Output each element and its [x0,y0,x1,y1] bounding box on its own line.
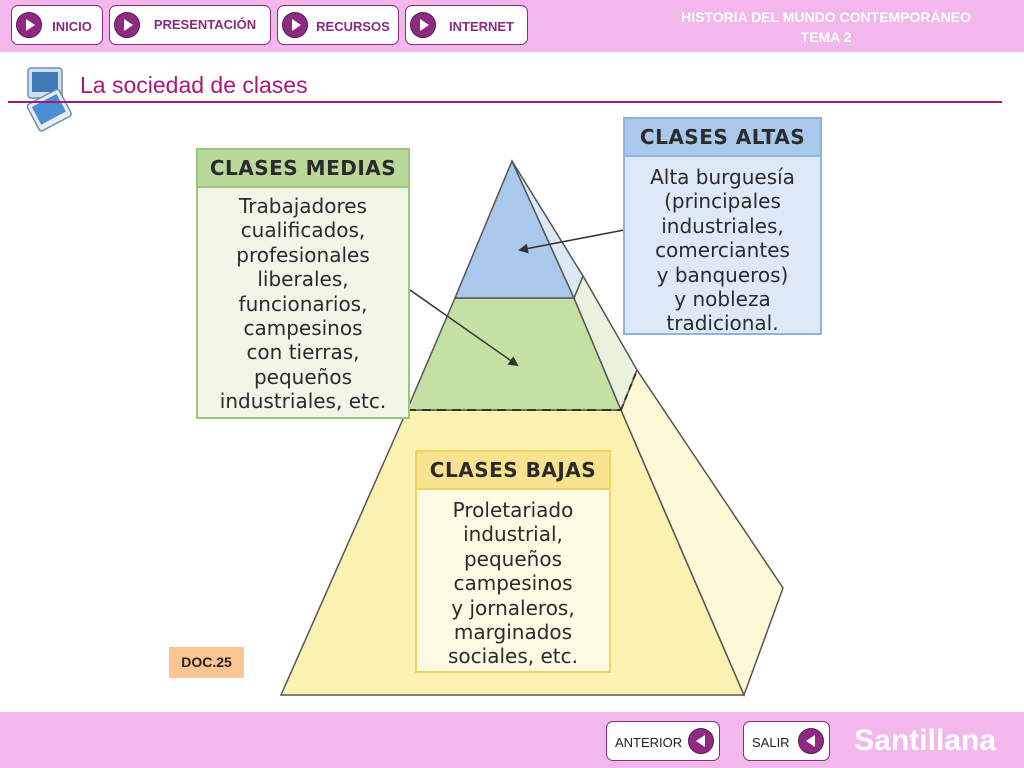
brand-logo: Santillana [854,724,996,757]
clases-altas-line: Alta burguesía [650,165,795,189]
bottom-nav-bar [0,712,1024,768]
arrow-medias [409,289,519,367]
salir-label: SALIR [752,735,790,750]
clases-medias-line: pequeños [253,364,352,389]
nav-internet-button[interactable]: INTERNET [405,5,528,45]
nav-inicio-label: INICIO [52,19,92,34]
clases-bajas-line: marginados [453,620,573,645]
clases-altas-line: y banqueros) [656,262,789,287]
clases-medias-heading: CLASES MEDIAS [198,150,408,188]
clases-altas-list: Alta burguesía (principales industriales… [625,157,820,336]
course-title-line1: HISTORIA DEL MUNDO CONTEMPORÁNEO [681,9,971,25]
back-arrow-icon [798,728,824,754]
play-icon [114,12,140,38]
nav-recursos-button[interactable]: RECURSOS [277,5,399,45]
clases-bajas-line: sociales, etc. [448,644,578,669]
arrow-altas [518,229,625,254]
clases-bajas-heading: CLASES BAJAS [417,452,609,490]
clases-medias-line: industriales, etc. [219,389,387,414]
doc-label: DOC.25 [169,647,244,678]
pyramid-dashed-side [620,369,638,411]
clases-altas-box: CLASES ALTAS Alta burguesía (principales… [623,117,822,335]
clases-medias-list: Trabajadores cualificados, profesionales… [198,188,408,414]
nav-presentacion-button[interactable]: PRESENTACIÓN [109,5,271,45]
play-icon [410,12,436,38]
clases-medias-line: profesionales [236,242,370,267]
clases-bajas-line: pequeños [463,546,562,571]
anterior-label: ANTERIOR [615,735,683,750]
pyramid-top-tier [453,159,576,299]
title-divider [8,101,1002,103]
clases-medias-line: con tierras, [246,340,360,365]
nav-presentacion-label: PRESENTACIÓN [153,17,257,32]
anterior-button[interactable]: ANTERIOR [606,721,720,761]
clases-altas-line: comerciantes [655,238,790,263]
page-title: La sociedad de clases [80,72,308,98]
play-icon [16,12,42,38]
clases-altas-heading: CLASES ALTAS [625,119,820,157]
back-arrow-icon [688,728,714,754]
clases-bajas-box: CLASES BAJAS Proletariado industrial, pe… [415,450,611,673]
clases-bajas-line: Proletariado [452,498,574,522]
slides-icon [26,67,72,132]
clases-bajas-line: campesinos [453,571,573,596]
course-title: HISTORIA DEL MUNDO CONTEMPORÁNEO TEMA 2 [646,7,1006,47]
nav-internet-label: INTERNET [449,19,514,34]
clases-bajas-list: Proletariado industrial, pequeños campes… [417,490,609,669]
clases-medias-line: liberales, [257,267,349,292]
clases-altas-line: tradicional. [666,311,779,336]
salir-button[interactable]: SALIR [743,721,830,761]
clases-medias-box: CLASES MEDIAS Trabajadores cualificados,… [196,148,410,419]
clases-medias-line: campesinos [243,316,363,341]
clases-medias-line: cualificados, [240,218,366,243]
clases-medias-line: Trabajadores [239,194,367,218]
clases-bajas-line: industrial, [463,522,563,547]
pyramid-side-top [511,160,584,300]
clases-altas-line: industriales, [661,213,784,238]
nav-recursos-label: RECURSOS [316,19,390,34]
clases-medias-line: funcionarios, [238,291,368,316]
clases-altas-line: (principales [664,189,781,214]
clases-bajas-line: y jornaleros, [451,595,575,620]
play-icon [282,12,308,38]
course-title-line2: TEMA 2 [800,29,852,45]
nav-inicio-button[interactable]: INICIO [11,5,103,45]
clases-altas-line: y nobleza [674,287,771,312]
